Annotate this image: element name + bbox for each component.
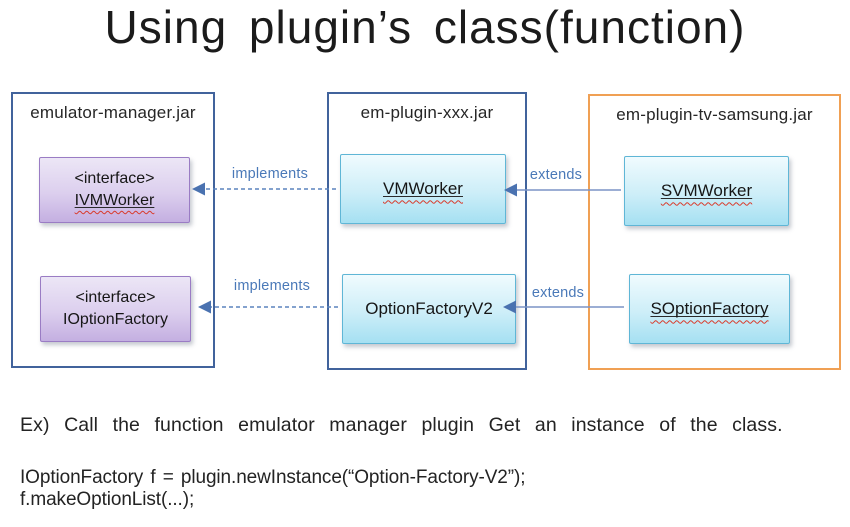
relation-label-implements: implements <box>233 278 311 294</box>
class-name-svmworker: SVMWorker <box>660 181 753 201</box>
class-name-optionfactoryv2: OptionFactoryV2 <box>365 299 493 319</box>
class-name-soptionfactory: SOptionFactory <box>650 299 769 319</box>
spellcheck-underline: VMWorker <box>383 177 463 200</box>
interface-stereotype: <interface> <box>75 288 156 306</box>
example-code-line-1: IOptionFactory f = plugin.newInstance(“O… <box>20 467 526 488</box>
package-label-emulator-manager: emulator-manager.jar <box>30 103 196 122</box>
package-label-em-plugin-tv-samsung: em-plugin-tv-samsung.jar <box>616 105 813 124</box>
interface-box-ivmworker: <interface> IVMWorker <box>39 157 190 223</box>
example-caption: Ex) Call the function emulator manager p… <box>20 414 783 436</box>
spellcheck-underline: IVMWorker <box>75 190 155 212</box>
example-code-line-2: f.makeOptionList(...); <box>20 489 195 510</box>
interface-name-ioptionfactory: IOptionFactory <box>63 311 168 328</box>
example-block: Ex) Call the function emulator manager p… <box>20 414 835 511</box>
class-box-optionfactoryv2: OptionFactoryV2 <box>342 274 516 344</box>
package-em-plugin-xxx: em-plugin-xxx.jar VMWorker OptionFactory… <box>327 92 527 370</box>
interface-stereotype: <interface> <box>74 169 155 187</box>
interface-name-ivmworker: IVMWorker <box>74 192 155 209</box>
spellcheck-underline: SOptionFactory <box>650 297 768 320</box>
class-box-vmworker: VMWorker <box>340 154 506 224</box>
spellcheck-underline: SVMWorker <box>661 179 752 202</box>
class-name-vmworker: VMWorker <box>383 179 463 199</box>
relation-label-extends: extends <box>531 285 585 301</box>
class-box-soptionfactory: SOptionFactory <box>629 274 790 344</box>
relation-label-implements: implements <box>231 166 309 182</box>
package-em-plugin-tv-samsung: em-plugin-tv-samsung.jar SVMWorker SOpti… <box>588 94 841 370</box>
package-label-em-plugin-xxx: em-plugin-xxx.jar <box>360 103 494 122</box>
interface-box-ioptionfactory: <interface> IOptionFactory <box>40 276 191 342</box>
package-emulator-manager: emulator-manager.jar <interface> IVMWork… <box>11 92 215 368</box>
relation-label-extends: extends <box>529 167 583 183</box>
page-title: Using plugin’s class(function) <box>104 1 746 53</box>
class-box-svmworker: SVMWorker <box>624 156 789 226</box>
